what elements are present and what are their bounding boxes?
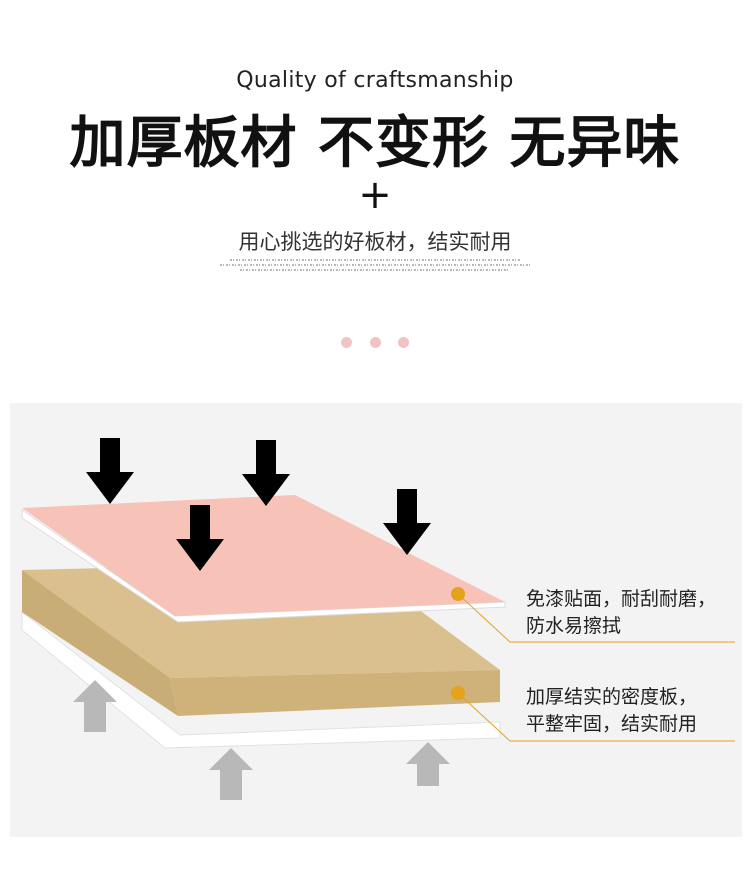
callout-board: 加厚结实的密度板， 平整牢固，结实耐用 bbox=[526, 684, 697, 738]
up-arrow-icon bbox=[406, 742, 450, 786]
down-arrow-icon bbox=[86, 438, 134, 504]
headline: 加厚板材 不变形 无异味 bbox=[69, 111, 681, 176]
slide-indicator bbox=[0, 333, 750, 352]
plus-sign: + bbox=[358, 172, 392, 218]
indicator-dot bbox=[369, 337, 381, 348]
callout-dot bbox=[451, 686, 465, 700]
down-arrow-icon bbox=[383, 489, 431, 555]
indicator-dot bbox=[397, 337, 409, 348]
callout-line: 加厚结实的密度板， bbox=[526, 686, 698, 708]
board-side bbox=[22, 570, 178, 716]
callout-line: 防水易擦拭 bbox=[526, 615, 622, 637]
down-arrow-icon bbox=[242, 440, 290, 506]
laminate-sheet bbox=[22, 495, 505, 616]
decorative-fine-text bbox=[200, 259, 550, 274]
eyebrow-title: Quality of craftsmanship bbox=[236, 68, 514, 93]
callout-line: 平整牢固，结实耐用 bbox=[526, 713, 698, 735]
callout-leader-line bbox=[457, 593, 735, 643]
indicator-dot bbox=[341, 337, 353, 348]
callout-laminate: 免漆贴面，耐刮耐磨， 防水易擦拭 bbox=[526, 586, 716, 640]
up-arrow-icon bbox=[209, 748, 253, 800]
subheadline: 用心挑选的好板材，结实耐用 bbox=[238, 230, 512, 254]
callout-line: 免漆贴面，耐刮耐磨， bbox=[526, 588, 717, 610]
board-front bbox=[170, 670, 500, 716]
down-arrow-icon bbox=[176, 505, 224, 571]
up-arrow-icon bbox=[73, 680, 117, 732]
callout-dot bbox=[451, 587, 465, 601]
callout-leader-line bbox=[457, 692, 735, 742]
